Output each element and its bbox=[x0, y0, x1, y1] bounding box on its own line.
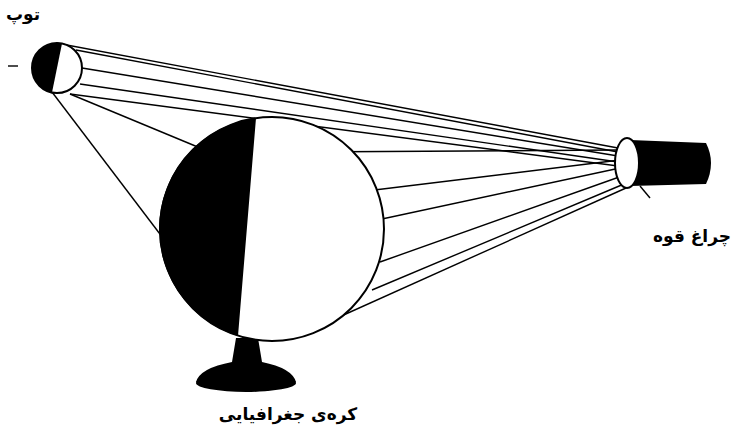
ball bbox=[32, 43, 82, 93]
flashlight bbox=[615, 138, 711, 198]
ball-label: توپ bbox=[6, 4, 40, 24]
globe bbox=[159, 117, 384, 341]
globe-label: کره‌ی جغرافیایی bbox=[219, 404, 357, 424]
globe-stand bbox=[196, 338, 296, 392]
flashlight-label: چراغ قوه bbox=[653, 226, 731, 246]
